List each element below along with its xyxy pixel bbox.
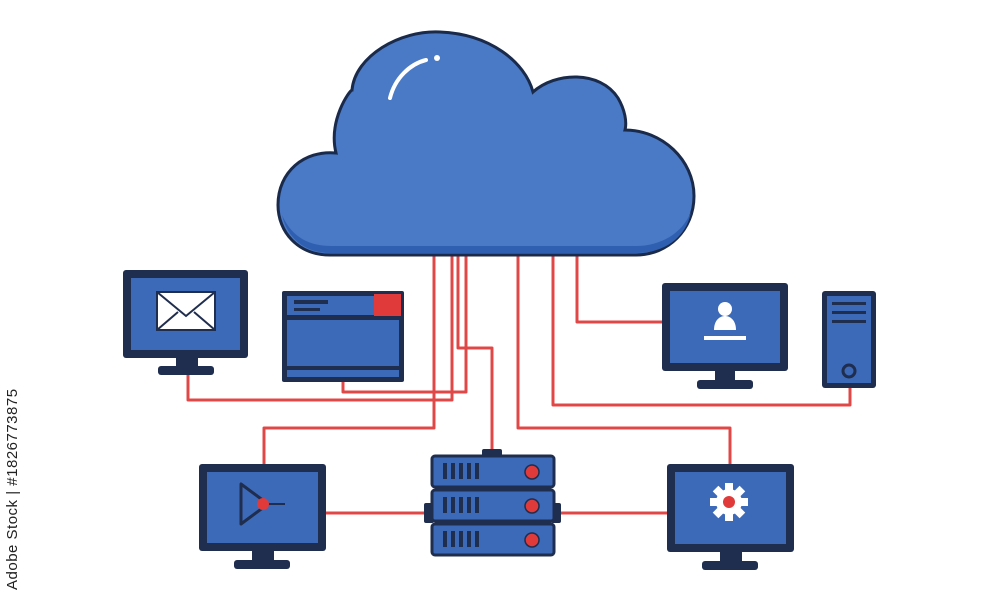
connection-wires (186, 255, 852, 515)
wire-server-rack (456, 255, 494, 450)
cloud-icon (276, 30, 696, 257)
settings-monitor (667, 464, 794, 570)
wire-browser-window (341, 255, 468, 394)
cloud-highlight-dot (434, 55, 440, 61)
tower-pc (822, 291, 876, 388)
window-close-icon (374, 294, 401, 316)
envelope-icon (156, 291, 216, 331)
wire-settings-monitor (516, 255, 732, 464)
browser-window (282, 291, 404, 382)
server-rack (424, 449, 561, 557)
wire-tower-pc (551, 255, 852, 407)
wire-email-monitor (186, 255, 454, 402)
user-icon (704, 302, 746, 340)
play-icon (239, 482, 285, 526)
cloud-highlight (388, 58, 428, 100)
user-monitor (662, 283, 788, 389)
window-icon (287, 320, 399, 366)
media-monitor (199, 464, 326, 569)
stock-id-watermark: Adobe Stock | #1826773875 (4, 388, 21, 590)
wire-media-monitor (262, 255, 436, 464)
server-icon (430, 454, 556, 557)
gear-icon (710, 483, 748, 521)
email-monitor (123, 270, 248, 375)
computer-tower-icon (832, 302, 866, 379)
cloud-base-shade (282, 212, 691, 253)
wire-user-monitor (575, 255, 662, 324)
cloud-shape (276, 30, 696, 257)
